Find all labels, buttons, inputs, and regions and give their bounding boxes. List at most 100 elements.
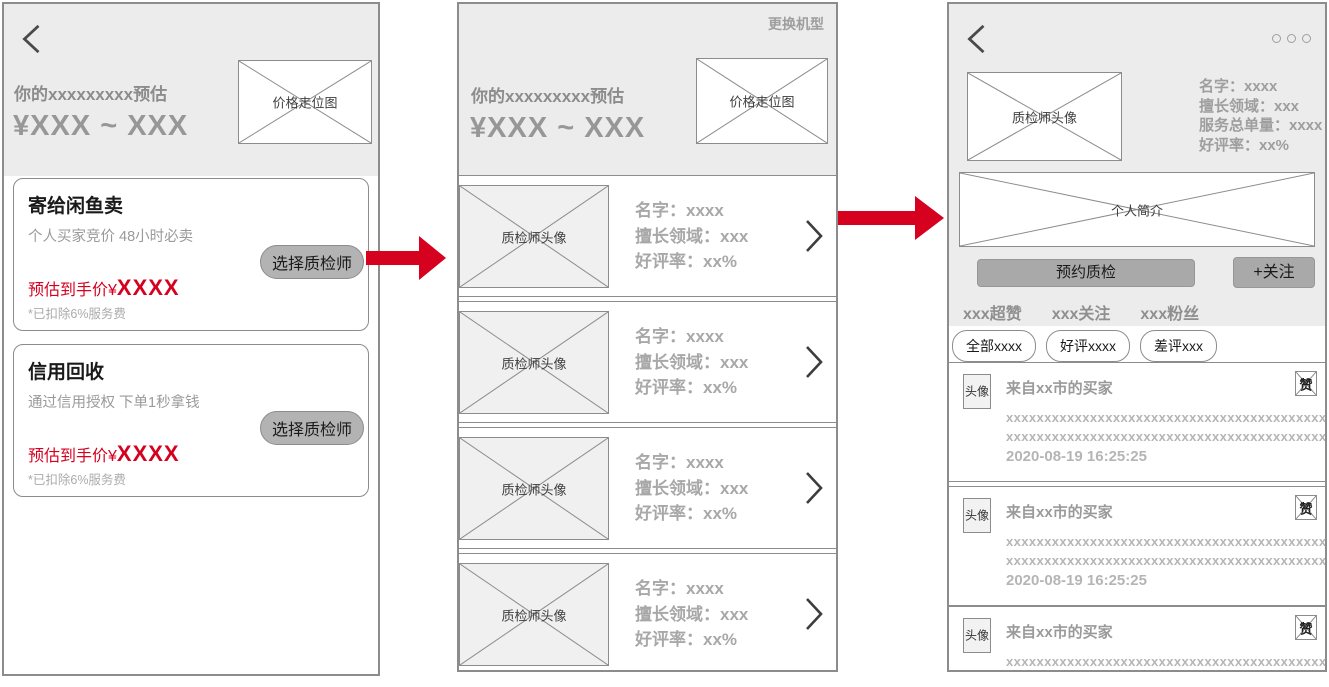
estimated-price-value: XXXX bbox=[116, 275, 180, 300]
review-timestamp: 2020-08-19 16:25:25 bbox=[1006, 448, 1147, 465]
change-model-link[interactable]: 更换机型 bbox=[768, 16, 824, 32]
flow-arrow-1 bbox=[366, 236, 446, 280]
inspector-total-orders: 服务总单量：xxxx bbox=[1199, 117, 1323, 134]
inspector-avatar-label: 质检师头像 bbox=[501, 230, 567, 245]
buyer-avatar-label: 头像 bbox=[964, 628, 989, 642]
back-button[interactable] bbox=[20, 24, 44, 56]
review-timestamp: 2020-08-19 16:25:25 bbox=[1006, 572, 1147, 589]
inspector-field: 擅长领域：xxx bbox=[635, 226, 749, 246]
inspector-row[interactable]: 质检师头像 名字：xxxx 擅长领域：xxx 好评率：xx% bbox=[459, 301, 836, 423]
like-label: 赞 bbox=[1299, 501, 1313, 516]
chevron-right-icon[interactable] bbox=[804, 219, 824, 253]
review-body: xxxxxxxxxxxxxxxxxxxxxxxxxxxxxxxxxxxxxxxx… bbox=[1006, 533, 1327, 571]
offer-card-xianyu: 寄给闲鱼卖 个人买家竞价 48小时必卖 选择质检师 预估到手价¥XXXX *已扣… bbox=[13, 178, 369, 331]
buyer-avatar-label: 头像 bbox=[964, 508, 989, 522]
inspector-info: 名字：xxxx 擅长领域：xxx 好评率：xx% bbox=[635, 198, 748, 275]
inspector-rating: 好评率：xx% bbox=[1199, 136, 1290, 154]
inspector-avatar-label: 质检师头像 bbox=[501, 356, 567, 371]
screen-inspector-list: 更换机型 你的xxxxxxxxx预估 ¥XXX ~ XXX 价格走位图 质检师头… bbox=[457, 2, 838, 672]
choose-inspector-button[interactable]: 选择质检师 bbox=[259, 411, 364, 445]
chevron-left-icon bbox=[967, 24, 985, 54]
review-line: xxxxxxxxxxxxxxxxxxxxxxxxxxxxxxxxxxxxxxxx… bbox=[1006, 654, 1327, 669]
more-menu-icon[interactable] bbox=[1272, 34, 1311, 43]
inspector-field: 擅长领域：xxx bbox=[1199, 97, 1300, 115]
review-author: 来自xx市的买家 bbox=[1006, 380, 1113, 397]
inspector-rating: 好评率：xx% bbox=[635, 629, 738, 649]
review-line: xxxxxxxxxxxxxxxxxxxxxxxxxxxxxxxxxxxxxxxx… bbox=[1006, 534, 1327, 549]
review-body: xxxxxxxxxxxxxxxxxxxxxxxxxxxxxxxxxxxxxxxx… bbox=[1006, 409, 1327, 447]
inspector-avatar-placeholder: 质检师头像 bbox=[459, 437, 609, 540]
like-label: 赞 bbox=[1299, 621, 1313, 636]
placeholder-cross-icon bbox=[460, 564, 608, 665]
inspector-avatar-placeholder: 质检师头像 bbox=[459, 185, 609, 288]
inspector-row[interactable]: 质检师头像 名字：xxxx 擅长领域：xxx 好评率：xx% bbox=[459, 175, 836, 297]
inspector-avatar-placeholder: 质检师头像 bbox=[459, 311, 609, 414]
price-chart-label: 价格走位图 bbox=[729, 94, 795, 110]
estimated-price-label: 预估到手价¥ bbox=[28, 282, 117, 299]
review-author: 来自xx市的买家 bbox=[1006, 624, 1113, 641]
screen-estimate: 你的xxxxxxxxx预估 ¥XXX ~ XXX 价格走位图 寄给闲鱼卖 个人买… bbox=[2, 2, 380, 676]
buyer-avatar-label: 头像 bbox=[964, 384, 989, 398]
placeholder-cross-icon bbox=[460, 438, 608, 539]
offer-card-credit: 信用回收 通过信用授权 下单1秒拿钱 选择质检师 预估到手价¥XXXX *已扣除… bbox=[13, 344, 369, 497]
like-icon[interactable]: 赞 bbox=[1295, 495, 1317, 520]
buyer-avatar-placeholder: 头像 bbox=[963, 618, 991, 653]
inspector-avatar-placeholder: 质检师头像 bbox=[967, 72, 1122, 161]
inspector-row[interactable]: 质检师头像 名字：xxxx 擅长领域：xxx 好评率：xx% bbox=[459, 553, 836, 670]
placeholder-cross-icon bbox=[968, 73, 1121, 160]
price-chart-placeholder: 价格走位图 bbox=[238, 60, 372, 144]
inspector-info: 名字：xxxx 擅长领域：xxx 好评率：xx% bbox=[635, 324, 748, 401]
inspector-name: 名字：xxxx bbox=[635, 200, 724, 220]
inspector-avatar-label: 质检师头像 bbox=[1011, 110, 1077, 125]
estimated-price-line: 预估到手价¥XXXX bbox=[28, 275, 180, 301]
chevron-right-icon[interactable] bbox=[804, 345, 824, 379]
inspector-row[interactable]: 质检师头像 名字：xxxx 擅长领域：xxx 好评率：xx% bbox=[459, 427, 836, 549]
inspector-rating: 好评率：xx% bbox=[635, 251, 738, 271]
review-line: xxxxxxxxxxxxxxxxxxxxxxxxxxxxxxxxxxxxxxxx… bbox=[1006, 428, 1327, 444]
review-filter-tabs: 全部xxxx 好评xxxx 差评xxx bbox=[952, 330, 1217, 362]
inspector-name: 名字：xxxx bbox=[635, 578, 724, 598]
placeholder-cross-icon bbox=[960, 173, 1314, 246]
chevron-right-icon[interactable] bbox=[804, 597, 824, 631]
inspector-field: 擅长领域：xxx bbox=[635, 352, 749, 372]
stat-following: xxx关注 bbox=[1051, 306, 1111, 323]
flow-arrow-2 bbox=[838, 196, 944, 240]
price-chart-label: 价格走位图 bbox=[272, 95, 338, 111]
offer-card-subtitle: 个人买家竞价 48小时必卖 bbox=[28, 229, 194, 245]
estimated-price-value: XXXX bbox=[116, 441, 180, 466]
back-button[interactable] bbox=[965, 24, 989, 56]
choose-inspector-button[interactable]: 选择质检师 bbox=[259, 245, 364, 279]
stat-likes: xxx超赞 bbox=[963, 306, 1022, 323]
review-card: 头像 来自xx市的买家 赞 xxxxxxxxxxxxxxxxxxxxxxxxxx… bbox=[949, 362, 1327, 482]
inspector-profile-info: 名字：xxxx 擅长领域：xxx 服务总单量：xxxx 好评率：xx% bbox=[1199, 77, 1322, 155]
placeholder-cross-icon bbox=[1296, 496, 1316, 519]
follow-button[interactable]: +关注 bbox=[1233, 257, 1315, 288]
tab-negative-reviews[interactable]: 差评xxx bbox=[1140, 330, 1217, 362]
like-icon[interactable]: 赞 bbox=[1295, 371, 1317, 396]
screen-inspector-profile: 质检师头像 名字：xxxx 擅长领域：xxx 服务总单量：xxxx 好评率：xx… bbox=[947, 2, 1327, 672]
placeholder-cross-icon bbox=[1296, 616, 1316, 639]
bio-label: 个人简介 bbox=[1110, 203, 1163, 218]
buyer-avatar-placeholder: 头像 bbox=[963, 498, 991, 533]
buyer-avatar-placeholder: 头像 bbox=[963, 374, 991, 409]
inspector-avatar-label: 质检师头像 bbox=[501, 608, 567, 623]
inspector-name: 名字：xxxx bbox=[635, 452, 724, 472]
estimated-price-label: 预估到手价¥ bbox=[28, 448, 117, 465]
review-body: xxxxxxxxxxxxxxxxxxxxxxxxxxxxxxxxxxxxxxxx… bbox=[1006, 653, 1327, 670]
tab-positive-reviews[interactable]: 好评xxxx bbox=[1046, 330, 1130, 362]
estimate-price-range: ¥XXX ~ XXX bbox=[13, 110, 189, 142]
profile-stats: xxx超赞 xxx关注 xxx粉丝 bbox=[963, 300, 1199, 324]
offer-card-title: 信用回收 bbox=[28, 362, 105, 383]
review-line: xxxxxxxxxxxxxxxxxxxxxxxxxxxxxxxxxxxxxxxx… bbox=[1006, 552, 1327, 568]
book-inspection-button[interactable]: 预约质检 bbox=[977, 259, 1195, 287]
like-icon[interactable]: 赞 bbox=[1295, 615, 1317, 640]
tab-all-reviews[interactable]: 全部xxxx bbox=[952, 330, 1036, 362]
offer-card-title: 寄给闲鱼卖 bbox=[28, 196, 124, 217]
inspector-rating: 好评率：xx% bbox=[635, 377, 738, 397]
estimated-price-line: 预估到手价¥XXXX bbox=[28, 441, 180, 467]
chevron-right-icon[interactable] bbox=[804, 471, 824, 505]
inspector-avatar-label: 质检师头像 bbox=[501, 482, 567, 497]
placeholder-cross-icon bbox=[697, 59, 827, 143]
inspector-rating: 好评率：xx% bbox=[635, 503, 738, 523]
